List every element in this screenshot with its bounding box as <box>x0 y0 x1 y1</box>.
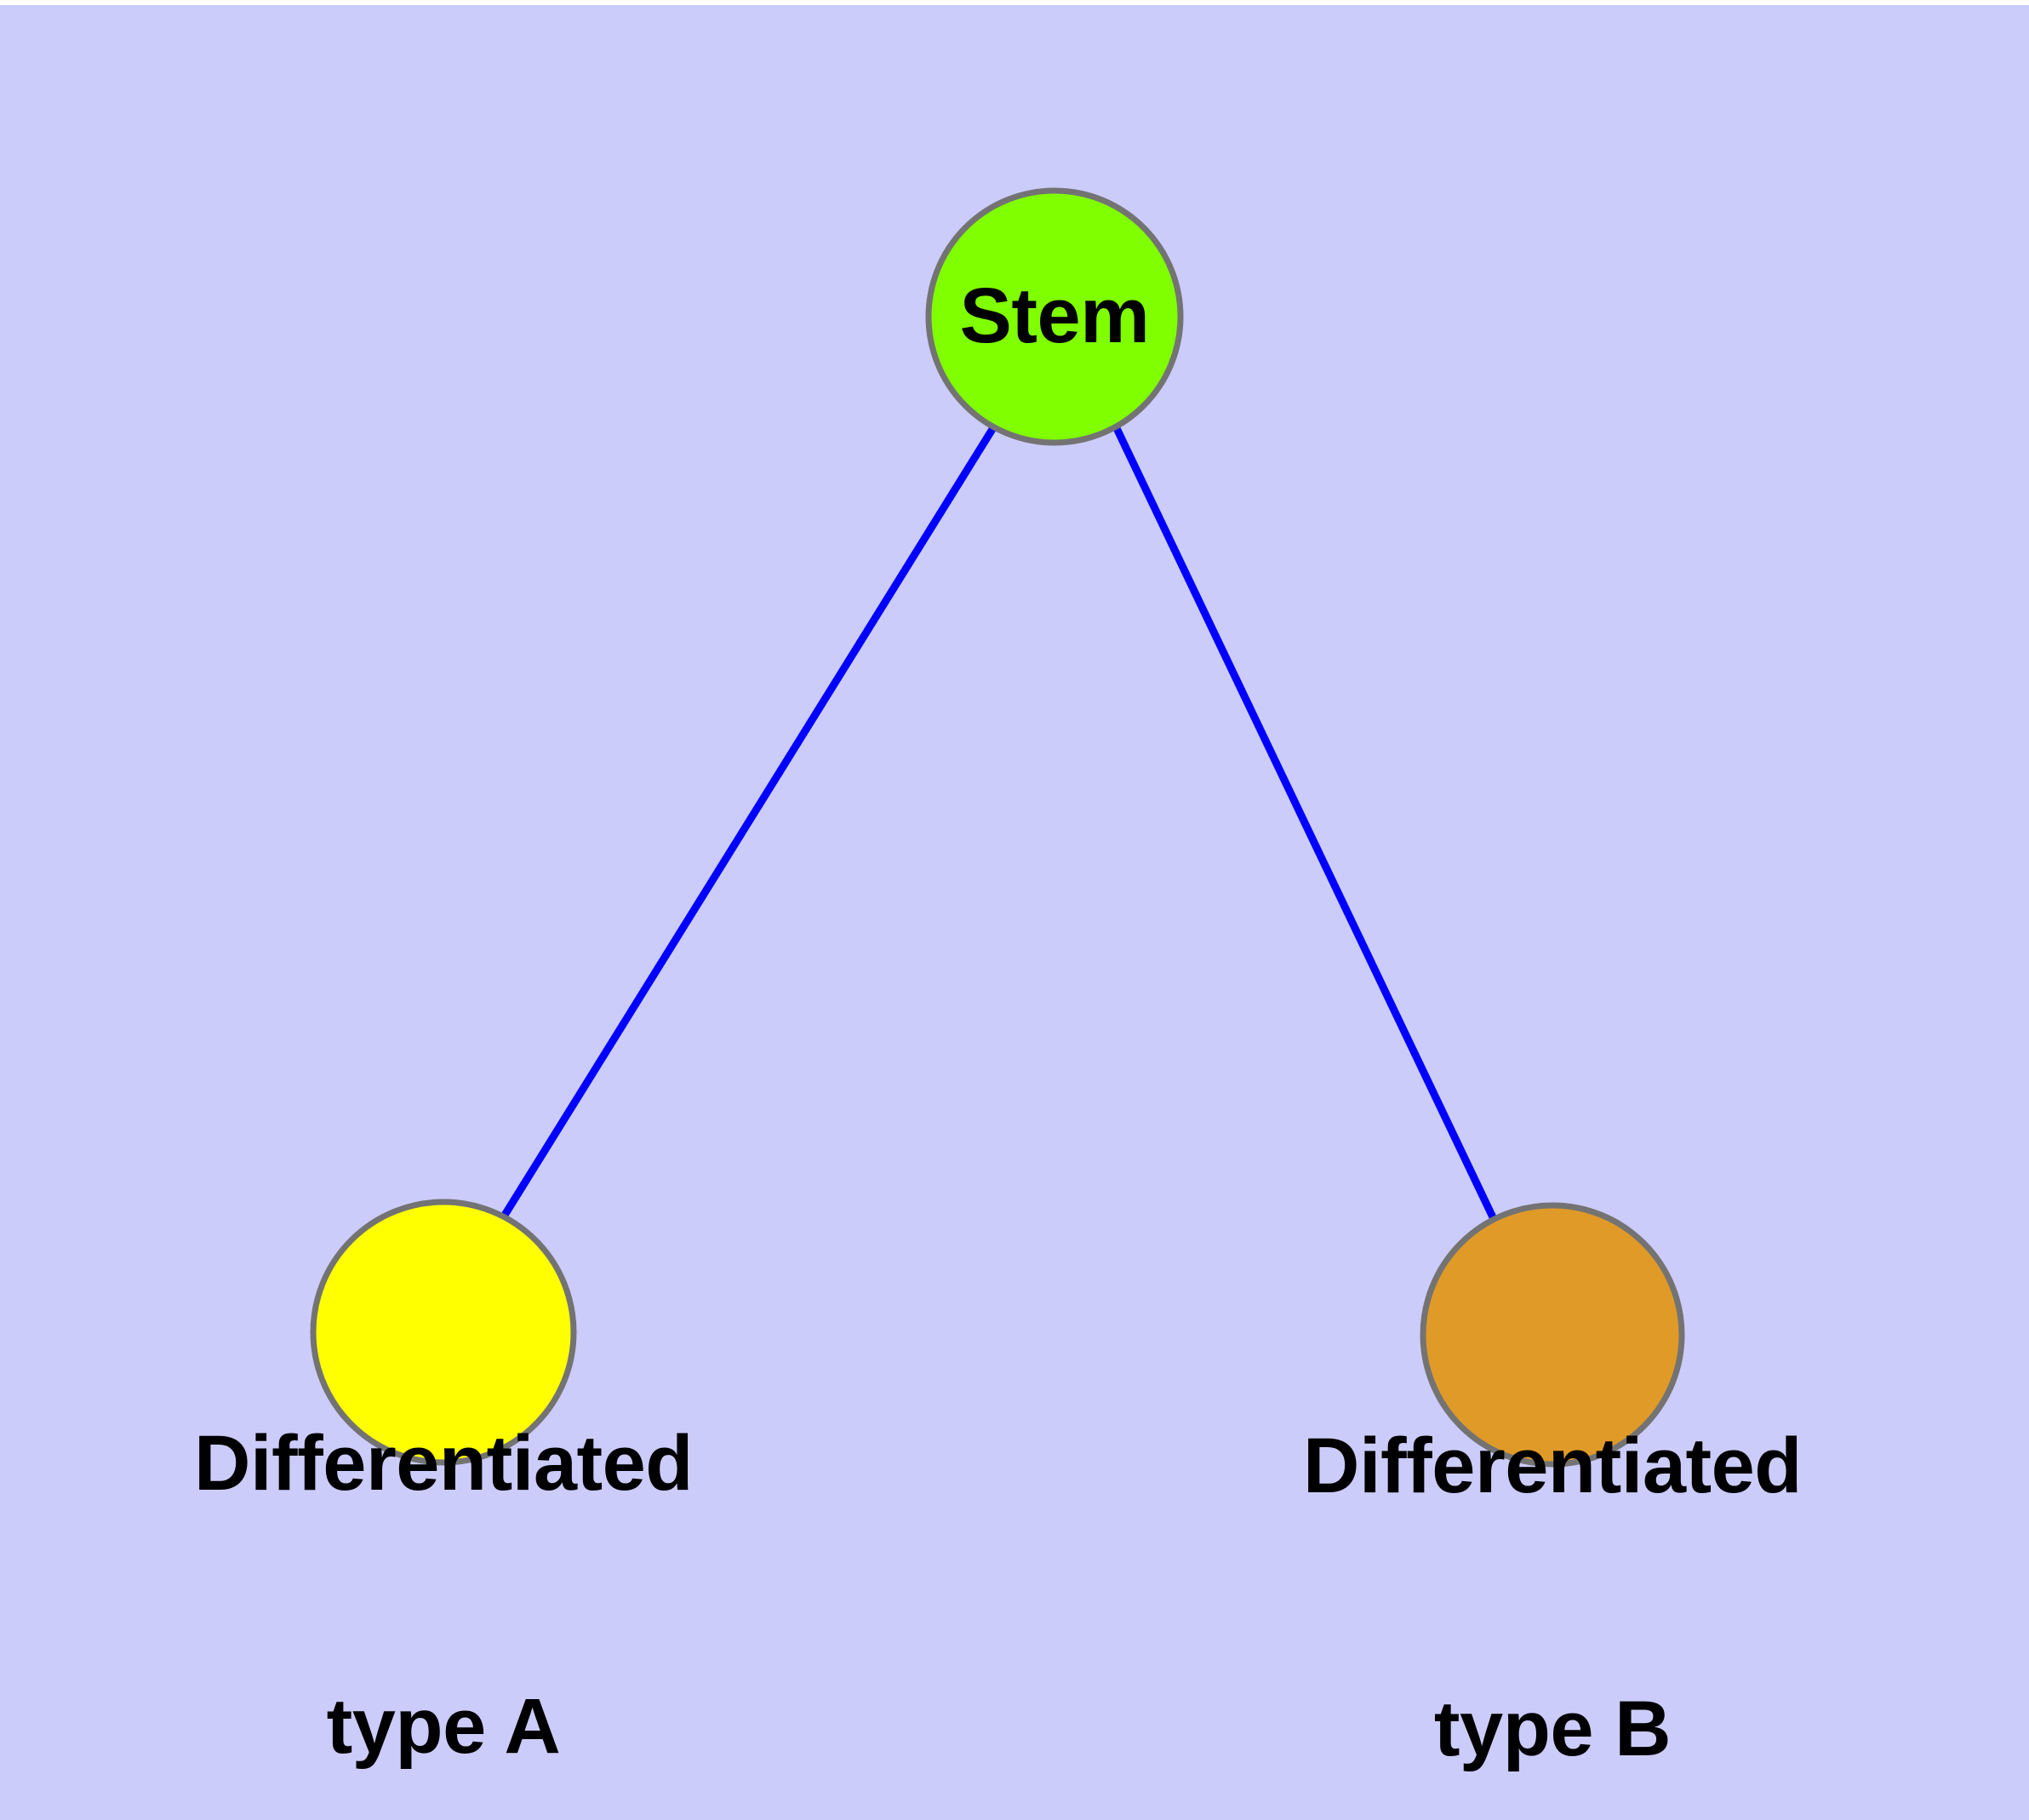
node-layer <box>310 187 1685 1468</box>
edge-layer <box>500 424 1498 1221</box>
edge-stem-to-diff-b[interactable] <box>1112 425 1498 1221</box>
node-differentiated-type-a[interactable] <box>310 1199 577 1466</box>
edge-stem-to-diff-a[interactable] <box>500 424 997 1219</box>
node-stem[interactable] <box>925 187 1184 446</box>
node-differentiated-type-b[interactable] <box>1420 1202 1685 1468</box>
